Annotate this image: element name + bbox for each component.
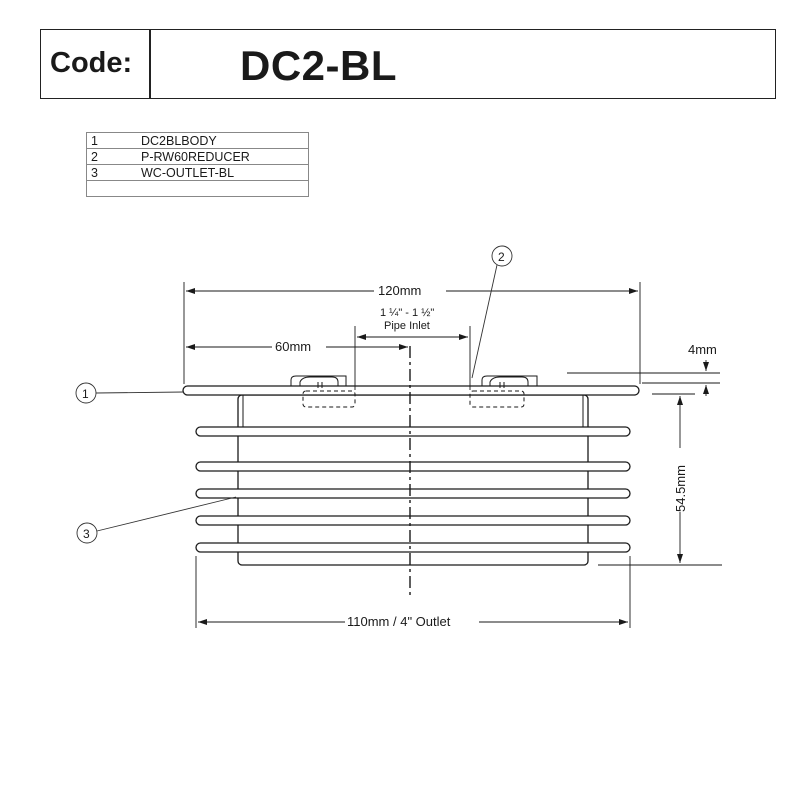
fin: [195, 461, 631, 472]
reducer-clips: [290, 375, 538, 408]
fin: [195, 542, 631, 553]
parts-row: 2 P-RW60REDUCER: [86, 148, 309, 165]
overall-width-label: 120mm: [378, 283, 421, 298]
outlet-label: 110mm / 4" Outlet: [347, 614, 451, 629]
callouts: [75, 245, 513, 544]
fin: [195, 515, 631, 526]
height-label: 54.5mm: [673, 465, 688, 512]
half-width-label: 60mm: [275, 339, 311, 354]
clip-right: [481, 375, 538, 386]
part-name: P-RW60REDUCER: [137, 148, 309, 165]
parts-row: 1 DC2BLBODY: [86, 132, 309, 149]
code-box: Code: DC2-BL: [40, 29, 776, 99]
fitting-body: [182, 385, 640, 566]
parts-list-table: 1 DC2BLBODY 2 P-RW60REDUCER 3 WC-OUTLET-…: [86, 132, 309, 197]
parts-row: [86, 180, 309, 197]
callout-circle-2: [491, 245, 513, 267]
callout-circle-3: [76, 522, 98, 544]
clip-right-inner: [489, 376, 529, 386]
callout-number-1: 1: [82, 387, 89, 401]
code-divider: [149, 30, 151, 98]
code-value: DC2-BL: [240, 42, 397, 89]
inlet-label-line2: Pipe Inlet: [384, 320, 430, 332]
fin: [195, 488, 631, 499]
part-name: DC2BLBODY: [137, 132, 309, 149]
clip-left-hidden: [302, 390, 356, 408]
callout-number-3: 3: [83, 527, 90, 541]
inlet-label-line1: 1 ¼" - 1 ½": [380, 307, 434, 319]
part-name: [137, 180, 309, 197]
flange-thickness-label: 4mm: [688, 342, 717, 357]
callout-circle-1: [75, 382, 97, 404]
top-flange: [182, 385, 640, 396]
callout-number-2: 2: [498, 250, 505, 264]
clip-left: [290, 375, 347, 386]
clip-right-hidden: [469, 390, 525, 408]
part-number: [86, 180, 137, 197]
clip-left-inner: [299, 376, 339, 386]
body-outline: [237, 394, 589, 566]
fin: [195, 426, 631, 437]
code-label: Code:: [50, 47, 133, 79]
